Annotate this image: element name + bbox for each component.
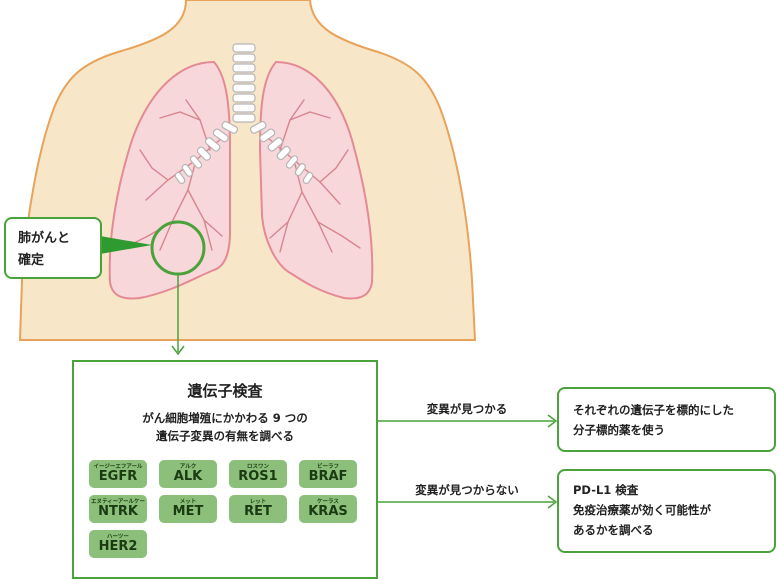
gene-chip-ntrk: エヌティーアールケー NTRK: [89, 495, 147, 523]
gene-name: HER2: [98, 539, 138, 554]
gene-name: RET: [244, 504, 272, 519]
branch-arrow-notfound-head: [547, 495, 558, 509]
test-description-line-1: がん細胞増殖にかかわる 9 つの: [142, 411, 308, 425]
gene-name: ALK: [173, 469, 203, 484]
connector-arrowhead: [171, 345, 185, 356]
callout-line-2: 確定: [18, 253, 45, 268]
gene-chip-kras: ケーラス KRAS: [299, 495, 357, 523]
gene-name: ROS1: [238, 469, 278, 484]
gene-chip-her2: ハーツー HER2: [89, 530, 147, 558]
branch-label-found: 変異が見つかる: [426, 402, 508, 416]
callout-pointer: [100, 236, 152, 254]
gene-ruby: アルク: [179, 464, 197, 470]
genetic-test-box: 遺伝子検査 がん細胞増殖にかかわる 9 つの 遺伝子変異の有無を調べる イージー…: [72, 360, 378, 579]
gene-ruby: イージーエフアール: [93, 464, 143, 470]
result-line: 免疫治療薬が効く可能性が: [573, 503, 711, 517]
diagnosis-callout: 肺がんと 確定: [4, 217, 102, 279]
gene-ruby: エヌティーアールケー: [90, 499, 146, 505]
test-title: 遺伝子検査: [187, 382, 263, 400]
branch-label-not-found: 変異が見つからない: [415, 483, 519, 497]
branch-arrow-found-head: [547, 414, 558, 428]
gene-ruby: ケーラス: [317, 499, 339, 505]
callout-line-1: 肺がんと: [18, 231, 71, 246]
gene-name: BRAF: [308, 469, 348, 484]
result-box-pdl1-test: PD-L1 検査 免疫治療薬が効く可能性が あるかを調べる: [557, 469, 776, 553]
test-description-line-2: 遺伝子変異の有無を調べる: [156, 429, 294, 443]
result-line: それぞれの遺伝子を標的にした: [573, 403, 734, 417]
trachea-illustration: [174, 43, 314, 185]
gene-name: EGFR: [98, 469, 138, 484]
gene-name: MET: [172, 504, 204, 519]
test-description: がん細胞増殖にかかわる 9 つの 遺伝子変異の有無を調べる: [74, 409, 376, 445]
gene-name: KRAS: [308, 504, 348, 519]
gene-chip-braf: ビーラフ BRAF: [299, 460, 357, 488]
gene-ruby: ハーツー: [107, 534, 129, 540]
gene-chip-ros1: ロスワン ROS1: [229, 460, 287, 488]
gene-ruby: メット: [179, 499, 197, 505]
result-box-targeted-therapy: それぞれの遺伝子を標的にした 分子標的薬を使う: [557, 387, 776, 452]
result-line: PD-L1 検査: [573, 483, 639, 497]
gene-ruby: ビーラフ: [316, 464, 339, 470]
result-line: 分子標的薬を使う: [573, 423, 665, 437]
result-line: あるかを調べる: [573, 523, 654, 537]
gene-ruby: レット: [249, 499, 267, 505]
left-lung-illustration: [258, 60, 374, 300]
gene-chip-alk: アルク ALK: [159, 460, 217, 488]
gene-chip-egfr: イージーエフアール EGFR: [89, 460, 147, 488]
gene-name: NTRK: [98, 504, 138, 519]
gene-chip-met: メット MET: [159, 495, 217, 523]
gene-chip-ret: レット RET: [229, 495, 287, 523]
gene-ruby: ロスワン: [246, 464, 269, 470]
